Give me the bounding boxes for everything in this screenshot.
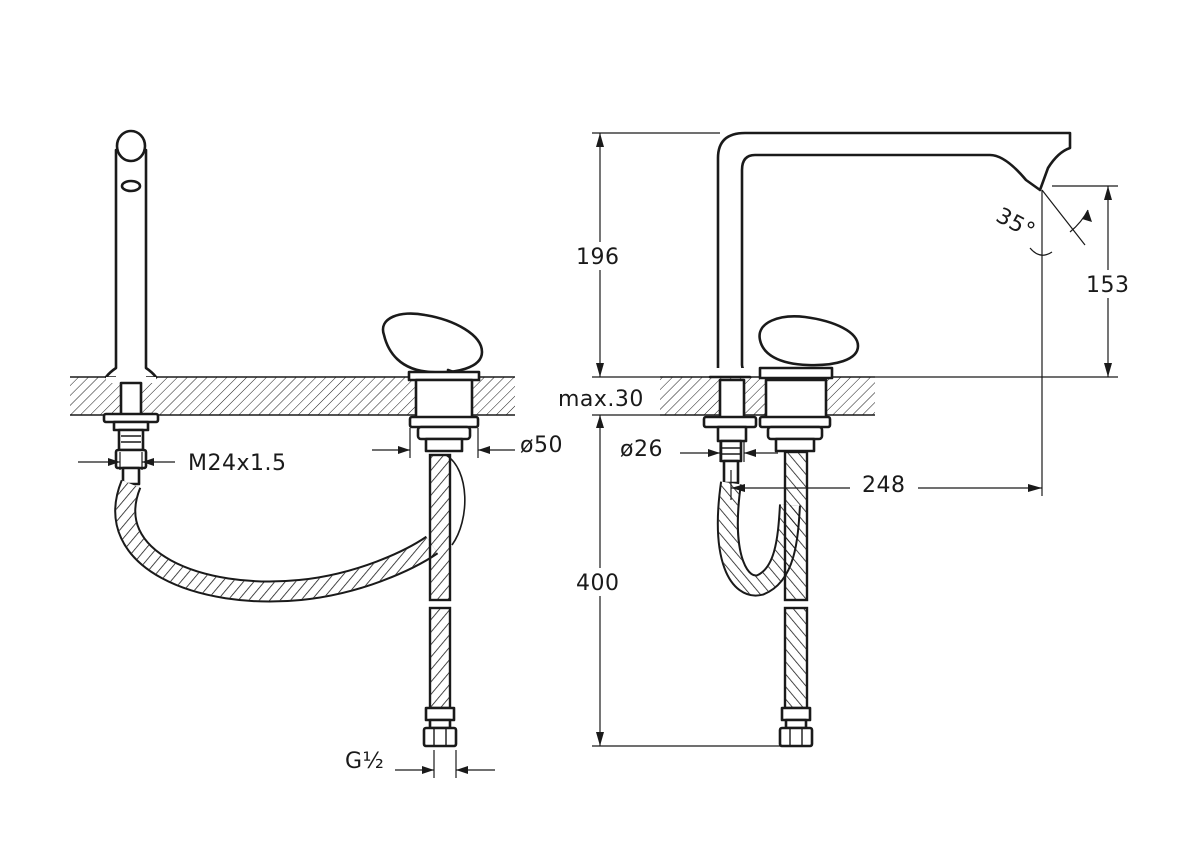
dim-thread-spout: M24x1.5 — [78, 451, 286, 476]
label-spout-height: 196 — [576, 245, 620, 270]
dim-outlet-height: 153 — [875, 185, 1138, 378]
label-deck-thickness: max.30 — [558, 387, 644, 412]
dim-spout-reach: 248 — [730, 190, 1043, 500]
label-connection-thread: G½ — [345, 749, 384, 774]
dim-deck-thickness: max.30 — [558, 376, 660, 430]
label-thread-spout: M24x1.5 — [188, 451, 286, 476]
dim-spout-height: 196 — [572, 132, 720, 377]
dim-connection-thread: G½ — [345, 749, 495, 778]
spout-front-view — [702, 131, 1072, 485]
spout-hose-right — [716, 481, 801, 597]
mixer-front-view — [758, 315, 860, 453]
dim-diameter-spout: ø26 — [620, 437, 778, 462]
spout-hose-left — [114, 479, 439, 603]
label-outlet-angle: 35° — [992, 203, 1039, 244]
label-diameter-mixer: ø50 — [520, 433, 563, 458]
left-view: M24x1.5 ø50 G½ — [70, 129, 563, 778]
label-spout-reach: 248 — [862, 473, 906, 498]
dim-diameter-mixer: ø50 — [372, 428, 563, 458]
supply-hose-right — [778, 450, 814, 748]
dim-hose-length: 400 — [572, 430, 790, 747]
spout-side-view — [102, 129, 160, 486]
label-diameter-spout: ø26 — [620, 437, 663, 462]
mixer-side-view — [381, 312, 484, 453]
label-outlet-height: 153 — [1086, 273, 1130, 298]
supply-hoses-left — [422, 453, 466, 748]
label-hose-length: 400 — [576, 571, 620, 596]
right-view: 196 max.30 400 ø26 — [558, 131, 1138, 748]
